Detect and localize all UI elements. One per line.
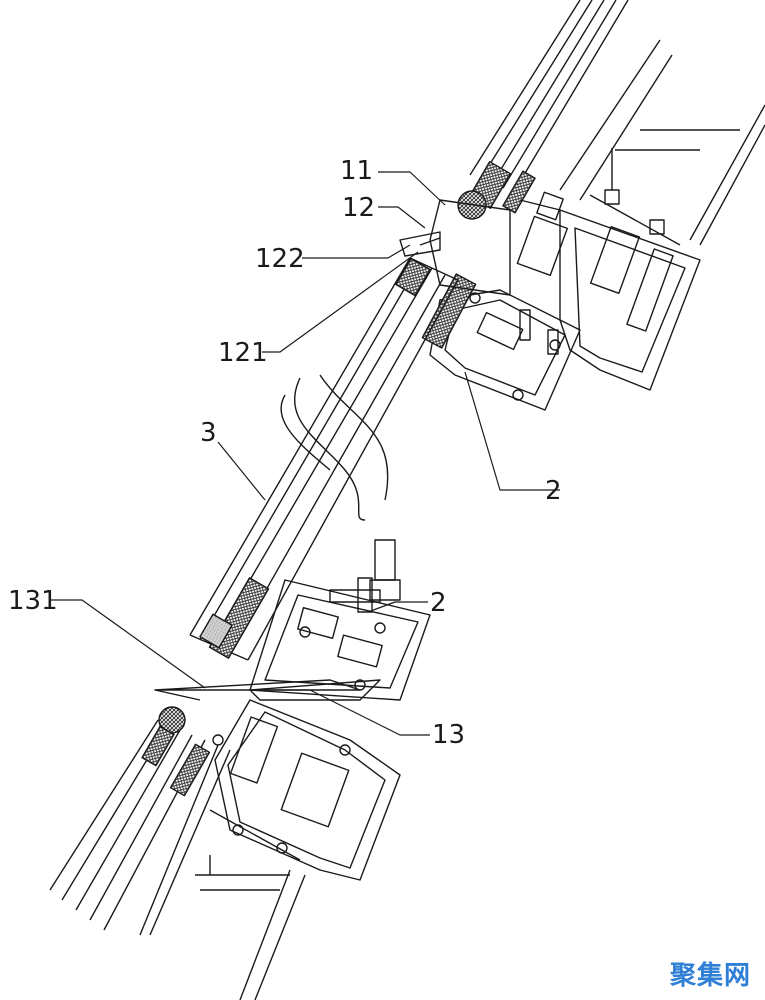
break-line-2 bbox=[280, 394, 331, 471]
leader-13 bbox=[255, 689, 430, 736]
label-121: 121 bbox=[218, 338, 268, 368]
leader-lines bbox=[50, 171, 560, 736]
label-2-lower: 2 bbox=[430, 588, 447, 618]
glass-panel-3 bbox=[189, 257, 459, 661]
break-line-3 bbox=[319, 374, 389, 501]
lower-transom bbox=[154, 679, 381, 701]
upper-bracket-hatch bbox=[421, 273, 477, 349]
leader-122 bbox=[302, 244, 411, 259]
lower-bracket-2 bbox=[249, 539, 431, 701]
label-13: 13 bbox=[432, 720, 466, 750]
panel-bottom-filler bbox=[199, 613, 233, 649]
label-12: 12 bbox=[342, 193, 376, 223]
watermark: 聚集网 bbox=[669, 961, 751, 991]
upper-mullion bbox=[516, 189, 701, 391]
label-122: 122 bbox=[255, 244, 305, 274]
leader-121 bbox=[262, 251, 419, 353]
leader-3 bbox=[217, 441, 266, 501]
upper-transom bbox=[399, 199, 511, 296]
leader-11 bbox=[378, 171, 446, 206]
lower-gasket-1 bbox=[141, 725, 175, 767]
leader-12 bbox=[378, 206, 426, 229]
panel-top-gasket bbox=[395, 257, 431, 297]
break-line-1 bbox=[293, 377, 366, 521]
leader-2-lower bbox=[367, 601, 428, 613]
label-3: 3 bbox=[200, 418, 217, 448]
upper-bracket-2 bbox=[429, 289, 581, 411]
label-11: 11 bbox=[340, 156, 374, 186]
leader-2-upper bbox=[464, 371, 560, 491]
lower-mullion bbox=[209, 699, 401, 881]
lower-facade-lines bbox=[49, 719, 306, 1000]
label-131: 131 bbox=[8, 586, 58, 616]
upper-facade-lines bbox=[469, 0, 765, 246]
lower-gasket-2 bbox=[169, 743, 211, 797]
leader-131 bbox=[50, 599, 206, 689]
label-2-upper: 2 bbox=[545, 476, 562, 506]
